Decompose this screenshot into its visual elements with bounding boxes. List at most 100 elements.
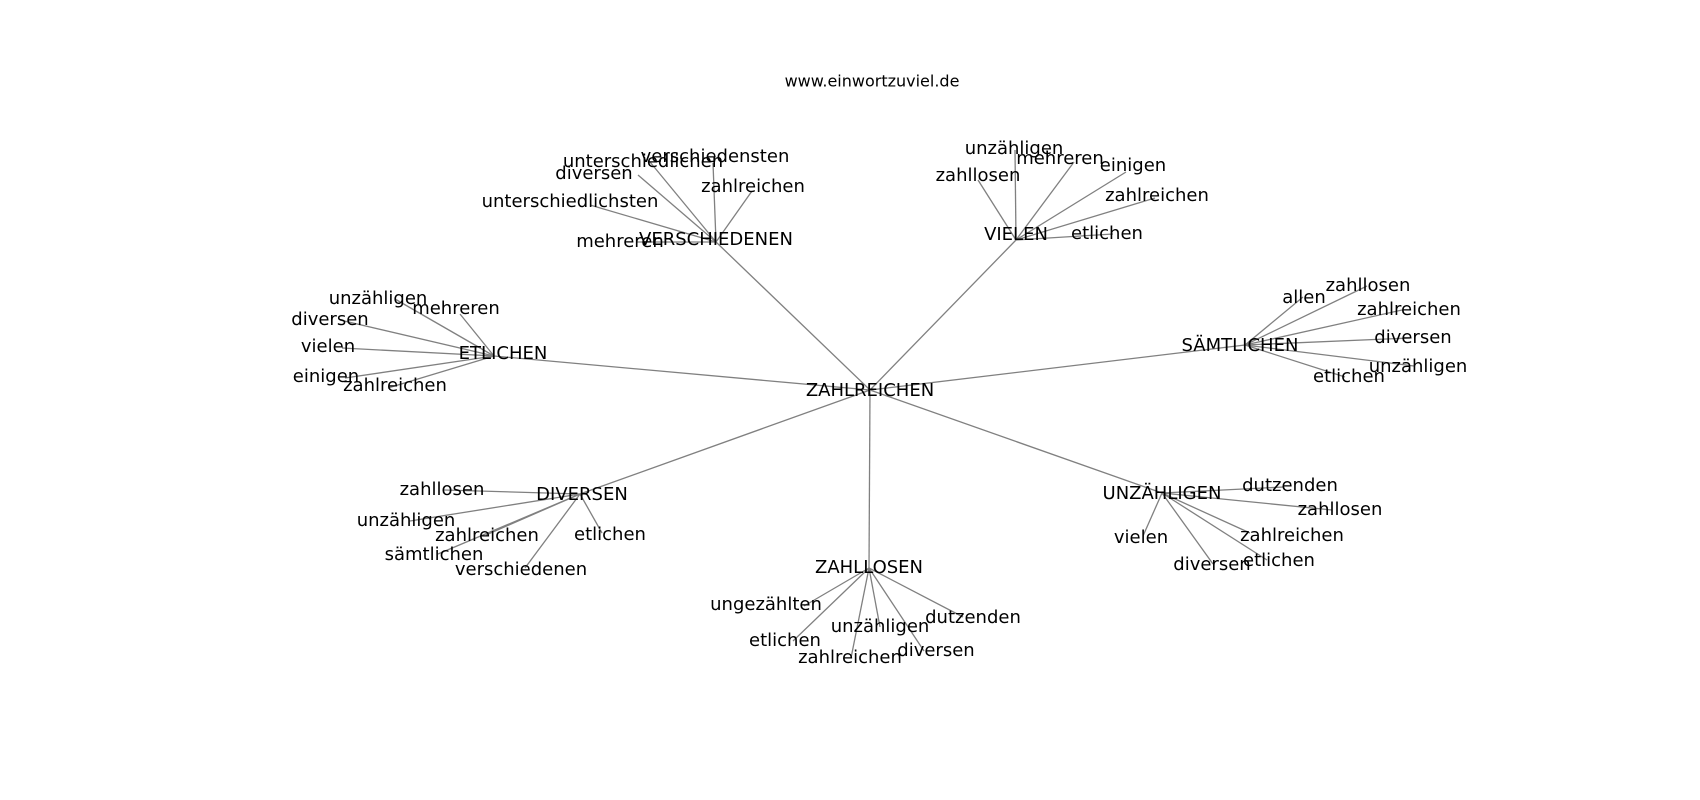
hub-node-label: ZAHLLOSEN bbox=[815, 557, 923, 578]
edge-hub-leaf bbox=[1015, 233, 1114, 241]
edge-hub-leaf bbox=[1015, 161, 1075, 241]
edge-root-hub bbox=[869, 344, 1246, 391]
hub-node-label: VERSCHIEDENEN bbox=[639, 229, 793, 250]
site-url-label: www.einwortzuviel.de bbox=[785, 72, 960, 91]
leaf-node-label: etlichen bbox=[749, 630, 821, 651]
edge-hub-leaf bbox=[524, 493, 581, 569]
hub-node-label: SÄMTLICHEN bbox=[1182, 335, 1299, 356]
edge-root-hub bbox=[579, 389, 871, 495]
edge-hub-leaf bbox=[1161, 492, 1268, 561]
hub-node-label: DIVERSEN bbox=[536, 484, 628, 505]
leaf-node-label: zahlreichen bbox=[798, 647, 902, 668]
edge-hub-leaf bbox=[1161, 492, 1333, 511]
edge-hub-leaf bbox=[341, 347, 495, 357]
edge-hub-leaf bbox=[868, 567, 964, 618]
edge-hub-leaf bbox=[1142, 492, 1163, 537]
edge-hub-leaf bbox=[712, 162, 717, 243]
leaf-node-label: dutzenden bbox=[1242, 475, 1338, 496]
edge-hub-leaf bbox=[649, 161, 717, 243]
leaf-node-label: unterschiedlichsten bbox=[482, 191, 659, 212]
leaf-node-label: zahlreichen bbox=[1240, 525, 1344, 546]
edge-hub-leaf bbox=[850, 567, 870, 659]
leaf-node-label: zahlreichen bbox=[1105, 185, 1209, 206]
leaf-node-label: verschiedenen bbox=[455, 559, 587, 580]
edge-hub-leaf bbox=[437, 493, 581, 555]
leaf-node-label: dutzenden bbox=[925, 607, 1021, 628]
leaf-node-label: einigen bbox=[1100, 155, 1166, 176]
leaf-node-label: unzähligen bbox=[329, 288, 428, 309]
edge-hub-leaf bbox=[1244, 337, 1411, 346]
edge-root-hub bbox=[715, 241, 871, 391]
leaf-node-label: unzähligen bbox=[831, 616, 930, 637]
leaf-node-label: vielen bbox=[1114, 527, 1168, 548]
leaf-node-label: mehreren bbox=[412, 298, 500, 319]
leaf-node-label: diversen bbox=[555, 163, 632, 184]
edge-root-hub bbox=[493, 355, 871, 391]
leaf-node-label: unzähligen bbox=[357, 510, 456, 531]
edge-hub-leaf bbox=[1244, 344, 1415, 367]
leaf-node-label: unzähligen bbox=[965, 138, 1064, 159]
leaf-node-label: zahlreichen bbox=[1357, 299, 1461, 320]
leaf-node-label: diversen bbox=[1374, 327, 1451, 348]
leaf-node-label: etlichen bbox=[1243, 550, 1315, 571]
leaf-node-label: etlichen bbox=[574, 524, 646, 545]
leaf-node-label: zahlreichen bbox=[343, 375, 447, 396]
edge-root-hub bbox=[869, 239, 1017, 391]
edge-hub-leaf bbox=[1244, 296, 1304, 346]
root-node-label: ZAHLREICHEN bbox=[806, 380, 934, 401]
leaf-node-label: ungezählten bbox=[710, 594, 822, 615]
edge-hub-leaf bbox=[715, 190, 753, 243]
edge-hub-leaf bbox=[1161, 492, 1251, 534]
edge-hub-leaf bbox=[443, 489, 581, 495]
edges-layer bbox=[339, 149, 1415, 659]
edge-hub-leaf bbox=[792, 567, 870, 642]
edge-hub-leaf bbox=[637, 174, 717, 243]
leaf-node-label: diversen bbox=[1173, 554, 1250, 575]
edge-hub-leaf bbox=[409, 493, 581, 522]
leaf-node-label: sämtlichen bbox=[385, 544, 484, 565]
leaf-node-label: zahlreichen bbox=[435, 525, 539, 546]
labels-layer: ZAHLREICHENverschiedenstenunterschiedlic… bbox=[291, 138, 1467, 668]
leaf-node-label: zahllosen bbox=[400, 479, 485, 500]
leaf-node-label: mehreren bbox=[1016, 148, 1104, 169]
edge-hub-leaf bbox=[1244, 344, 1346, 378]
edge-hub-leaf bbox=[1161, 492, 1214, 565]
edge-hub-leaf bbox=[868, 567, 881, 628]
edge-hub-leaf bbox=[1014, 149, 1017, 241]
leaf-node-label: unzähligen bbox=[1369, 356, 1468, 377]
leaf-node-label: zahllosen bbox=[936, 165, 1021, 186]
leaf-node-label: allen bbox=[1282, 287, 1326, 308]
leaf-node-label: zahllosen bbox=[1326, 275, 1411, 296]
leaf-node-label: mehreren bbox=[576, 231, 664, 252]
leaf-node-label: einigen bbox=[293, 366, 359, 387]
hub-node-label: UNZÄHLIGEN bbox=[1103, 483, 1222, 504]
edge-hub-leaf bbox=[387, 355, 495, 389]
edge-hub-leaf bbox=[394, 298, 495, 357]
edge-hub-leaf bbox=[459, 313, 495, 357]
edge-hub-leaf bbox=[344, 355, 495, 379]
leaf-node-label: diversen bbox=[897, 640, 974, 661]
leaf-node-label: zahllosen bbox=[1298, 499, 1383, 520]
hub-node-label: VIELEN bbox=[984, 224, 1048, 245]
leaf-node-label: etlichen bbox=[1313, 366, 1385, 387]
edge-hub-leaf bbox=[339, 319, 495, 357]
edge-hub-leaf bbox=[579, 493, 603, 534]
edge-root-hub bbox=[868, 389, 871, 569]
edge-hub-leaf bbox=[803, 567, 870, 607]
edge-hub-leaf bbox=[868, 567, 925, 652]
leaf-node-label: zahlreichen bbox=[701, 176, 805, 197]
leaf-node-label: vielen bbox=[301, 336, 355, 357]
edge-root-hub bbox=[869, 389, 1163, 494]
leaf-node-label: verschiedensten bbox=[641, 146, 790, 167]
edge-hub-leaf bbox=[589, 204, 717, 243]
hub-node-label: ETLICHEN bbox=[459, 343, 548, 364]
leaf-node-label: diversen bbox=[291, 309, 368, 330]
edge-hub-leaf bbox=[977, 179, 1017, 241]
edge-hub-leaf bbox=[1015, 171, 1127, 241]
edge-hub-leaf bbox=[1161, 486, 1285, 494]
leaf-node-label: etlichen bbox=[1071, 223, 1143, 244]
edge-hub-leaf bbox=[1015, 197, 1156, 241]
edge-hub-leaf bbox=[1244, 309, 1403, 346]
leaf-node-label: unterschiedlichen bbox=[563, 151, 723, 172]
